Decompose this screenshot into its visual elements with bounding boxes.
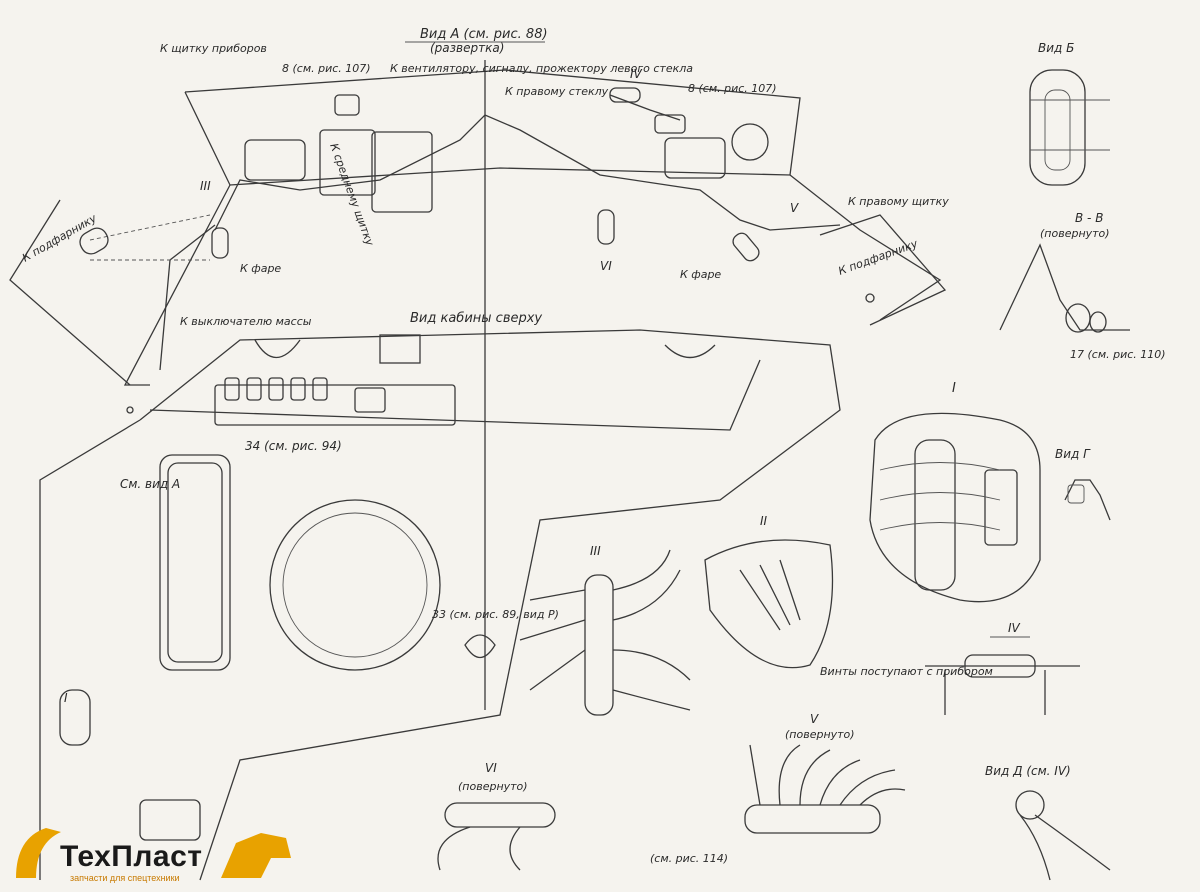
view-b: Вид Б [1029,41,1110,186]
label-to-lamp-left: К фаре [240,262,281,275]
label-to-right-glass: К правому стеклу [505,85,609,98]
label-to-right-headlamp: К подфарнику [837,237,920,278]
view-a-subtitle: (развертка) [430,41,504,55]
label-to-left-headlamp: К подфарнику [20,211,99,264]
view-d: Вид Д (см. IV) [985,764,1111,881]
screws-note: Винты поступают с прибором [820,665,993,678]
view-g-title: Вид Г [1055,447,1091,461]
detail-i-callout: I [64,691,68,705]
detail-vi-view: VI (повернуто) [437,761,556,871]
cab-top-view: Вид кабины сверху См. вид А 34 (см. рис.… [39,311,841,881]
ref-33: 33 (см. рис. 89, вид Р) [432,608,559,621]
detail-iii-view: III [519,544,691,716]
label-to-lamp-right: К фаре [680,268,721,281]
ref-34: 34 (см. рис. 94) [245,439,342,453]
label-to-mass-switch: К выключателю массы [180,315,312,328]
detail-ii-title: II [760,514,768,528]
detail-iv-title: IV [1008,621,1021,635]
ref-8a: 8 (см. рис. 107) [282,62,371,75]
label-to-right-panel: К правому щитку [848,195,949,208]
section-bb-subtitle: (повернуто) [1040,227,1110,240]
ref-114: (см. рис. 114) [650,852,728,865]
logo-tagline: запчасти для спецтехники [70,873,180,883]
detail-vi-title: VI [485,761,497,775]
detail-i-view: I [869,381,1041,603]
detail-v-view: V (повернуто) [744,712,906,834]
detail-vi-subtitle: (повернуто) [458,780,528,793]
ref-17: 17 (см. рис. 110) [1070,348,1166,361]
detail-vi-callout: VI [600,259,612,273]
detail-ii-view: II Винты поступают с прибором [704,514,993,678]
detail-i-title: I [952,381,956,396]
detail-iv-view: IV [925,621,1080,715]
view-d-title: Вид Д (см. IV) [985,764,1071,778]
see-view-a: См. вид А [120,477,180,491]
cab-top-title: Вид кабины сверху [410,311,542,326]
view-b-title: Вид Б [1038,41,1074,55]
logo-name: ТехПласт [60,840,203,873]
detail-iv-callout: IV [630,67,643,81]
label-to-fan: К вентилятору, сигналу, прожектору левог… [390,62,693,75]
detail-iii-title: III [590,544,601,558]
label-to-panel: К щитку приборов [160,42,267,55]
techplast-logo [16,828,291,878]
detail-iii-callout: III [200,179,211,193]
view-g: Вид Г [1055,447,1111,521]
view-a-title: Вид А (см. рис. 88) [420,27,548,42]
detail-v-callout: V [790,201,799,215]
ref-8b: 8 (см. рис. 107) [688,82,777,95]
detail-v-subtitle: (повернуто) [785,728,855,741]
section-bb-title: В - В [1075,211,1103,225]
detail-v-title: V [810,712,819,726]
section-bb: В - В (повернуто) 17 (см. рис. 110) [999,211,1166,361]
